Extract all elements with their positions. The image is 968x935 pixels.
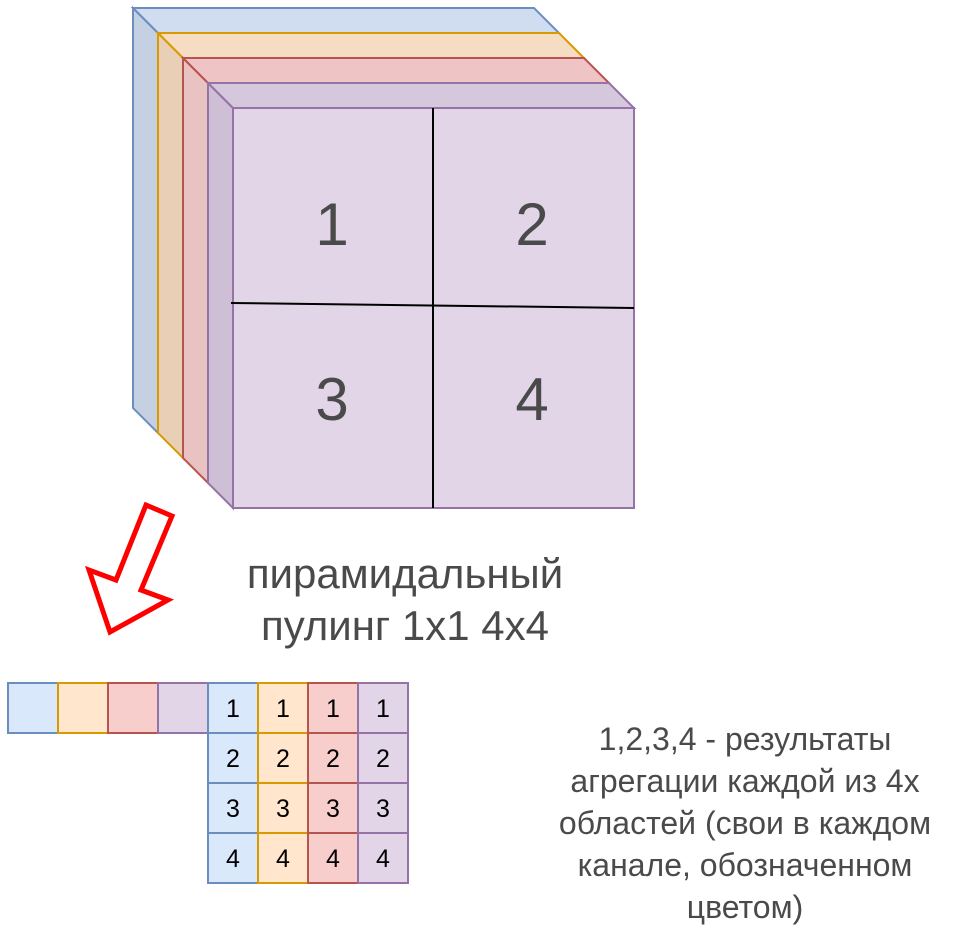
grid-cell-label: 3 <box>326 795 340 823</box>
channel-side-red <box>182 55 209 486</box>
grid-cell-label: 2 <box>376 745 390 773</box>
grid-cell-blue-4 <box>207 832 259 884</box>
grid-cell-label: 2 <box>326 745 340 773</box>
grid-cell-label: 2 <box>226 745 240 773</box>
grid-cell-red-2 <box>307 732 359 784</box>
grid-cell-orange-3 <box>257 782 309 834</box>
global-pool-cell-purple <box>157 682 209 734</box>
note-line-5: цветом) <box>686 889 804 925</box>
grid-cell-red-4 <box>307 832 359 884</box>
grid-cell-purple-2 <box>357 732 409 784</box>
region-label-3: 3 <box>315 366 348 433</box>
feature-map-cube: 1 2 3 4 <box>130 5 637 511</box>
grid-cell-label: 4 <box>226 845 240 873</box>
down-left-arrow-icon <box>84 501 176 636</box>
channel-top-purple <box>205 82 637 109</box>
caption-line-2: пулинг 1х1 4х4 <box>260 602 550 649</box>
grid-cell-label: 4 <box>326 845 340 873</box>
grid-cell-label: 1 <box>326 695 340 723</box>
grid-cell-label: 1 <box>226 695 240 723</box>
region-label-2: 2 <box>515 191 548 258</box>
note-line-1: 1,2,3,4 - результаты <box>598 721 892 757</box>
channel-top-blue <box>130 7 562 34</box>
channel-top-red <box>180 57 612 84</box>
horizontal-divider <box>230 302 635 309</box>
grid-cell-label: 2 <box>276 745 290 773</box>
grid-cell-label: 3 <box>376 795 390 823</box>
channel-side-purple <box>207 80 234 511</box>
grid-cell-label: 1 <box>276 695 290 723</box>
grid-cell-label: 4 <box>276 845 290 873</box>
grid-cell-purple-1 <box>357 682 409 734</box>
grid-cell-red-1 <box>307 682 359 734</box>
global-pool-cell-blue <box>7 682 59 734</box>
grid-cell-label: 4 <box>376 845 390 873</box>
channel-side-blue <box>132 5 159 436</box>
region-label-1: 1 <box>315 191 348 258</box>
region-label-4: 4 <box>515 366 548 433</box>
pooled-feature-vector: 1 1 1 1 2 2 2 2 3 3 3 3 4 4 4 4 <box>7 682 409 884</box>
note-line-3: областей (свои в каждом <box>558 805 932 841</box>
caption-line-1: пирамидальный <box>246 550 564 597</box>
note-line-2: агрегации каждой из 4х <box>570 763 920 799</box>
channel-top-orange <box>155 32 587 59</box>
pooling-caption: пирамидальный пулинг 1х1 4х4 <box>205 548 605 652</box>
grid-cell-label: 3 <box>276 795 290 823</box>
channel-side-orange <box>157 30 184 461</box>
grid-cell-blue-1 <box>207 682 259 734</box>
channel-slab-blue <box>130 5 562 436</box>
global-pool-cell-orange <box>57 682 109 734</box>
explanation-note: 1,2,3,4 - результаты агрегации каждой из… <box>520 718 968 928</box>
grid-cell-label: 1 <box>376 695 390 723</box>
grid-cell-label: 3 <box>226 795 240 823</box>
global-pool-cell-red <box>107 682 159 734</box>
note-line-4: канале, обозначенном <box>577 847 913 883</box>
grid-cell-purple-4 <box>357 832 409 884</box>
